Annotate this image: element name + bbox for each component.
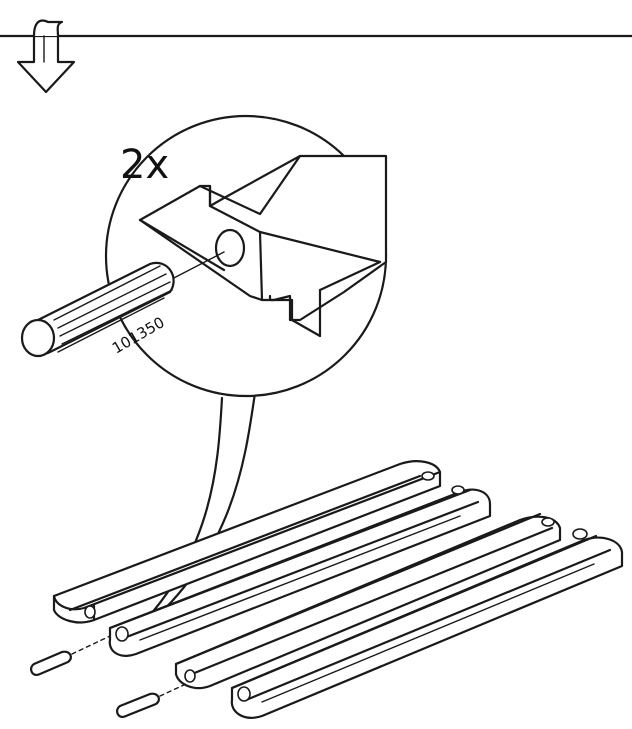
dowel-peg-left xyxy=(30,635,111,676)
quantity-label: 2x xyxy=(120,142,169,188)
wood-rail-left xyxy=(52,460,442,624)
zoom-detail-circle xyxy=(20,114,388,398)
wood-rail-right xyxy=(174,512,562,690)
dowel-peg-icon xyxy=(20,261,175,358)
down-arrow-icon xyxy=(16,19,76,94)
dowel-peg-right xyxy=(116,683,187,718)
wood-rail-left-front xyxy=(108,485,492,657)
wood-rail-right-front xyxy=(230,528,624,719)
